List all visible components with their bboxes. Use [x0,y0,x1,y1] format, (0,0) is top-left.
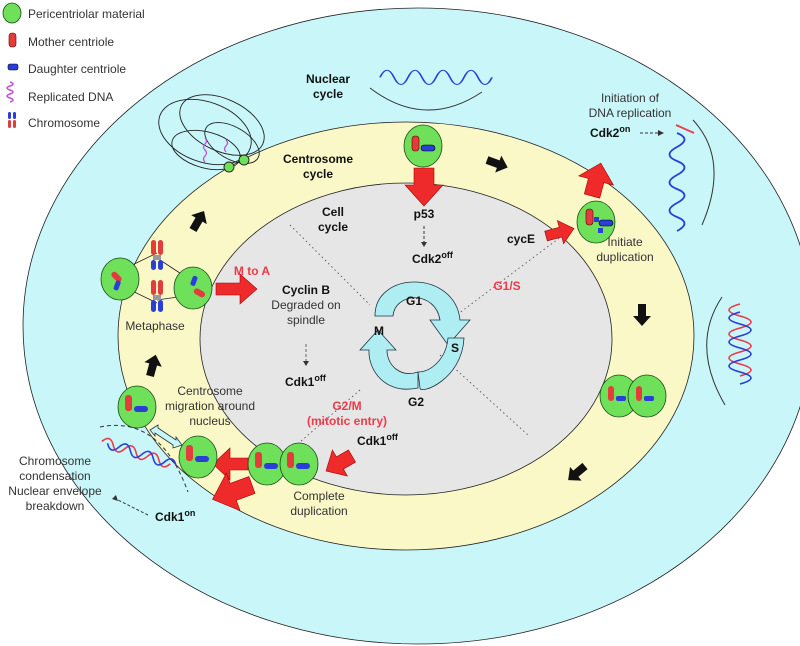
g1s-transition-label: G1/S [493,279,520,293]
centrosome-migrating [178,435,218,479]
replicated-dna-blue [728,311,752,385]
red-arrow-cyclinb-icon [215,273,258,305]
condensed-dna-blue [106,443,177,466]
legend-item-daughter: Daughter centriole [7,62,126,76]
metaphase-spindle [100,240,213,312]
cell-cycle-zone [199,182,613,496]
black-arrow-icon [144,354,162,378]
chromosome-icon [151,280,163,312]
replicated-dna-icon [6,81,14,103]
mother-centriole-icon [8,32,17,48]
cdk1-off-g2m-label: Cdk1off [357,432,399,448]
red-arrow-left-icon [212,447,249,481]
phase-arrow-s-g2 [417,337,465,390]
cyclin-b-label: Cyclin B [282,283,330,297]
cell-cycle-phase-wheel: G1 S G2 M [359,281,471,409]
cdk1-on-label: Cdk1on [155,508,195,524]
red-arrow-up-icon [577,162,615,199]
p53-label: p53 [414,207,435,221]
legend-item-chromosome: Chromosome [8,112,100,130]
phase-s: S [451,341,459,355]
daughter-centriole-icon [7,63,19,71]
legend-item-mother: Mother centriole [8,32,114,49]
replicated-dna-red [728,303,752,377]
dna-unwinding-icon [668,132,686,232]
cdk1-off-center-label: Cdk1off [285,373,327,389]
flow-arrows [144,155,651,481]
legend: Pericentriolar material Mother centriole… [2,2,145,130]
phase-g1: G1 [406,294,422,308]
double-arrow-migration-icon [149,424,183,449]
red-arrow-cdk1on-icon [212,472,256,512]
black-arrow-icon [485,155,508,173]
g2m-transition-label: G2/M(mitotic entry) [307,399,387,428]
m-to-a-transition-label: M to A [234,264,271,278]
cyce-label: cycE [507,232,535,246]
black-arrow-icon [189,210,207,232]
legend-item-dna: Replicated DNA [6,81,113,104]
centrosome-pair-right [599,374,667,418]
cdk2-on-label: Cdk2on [590,124,630,140]
phase-g2: G2 [408,395,424,409]
legend-item-pcm: Pericentriolar material [2,2,145,24]
mitotic-spindle-poles [158,94,265,173]
centrosome-migrating-top [117,385,157,429]
legend-label: Pericentriolar material [28,7,145,21]
pcm-icon [2,2,22,24]
centrosome-g1 [403,124,443,168]
condensed-dna-red [101,437,171,468]
red-arrow-g2m-icon [325,449,356,477]
nuclear-envelope-arc [369,87,483,111]
black-arrow-icon [633,304,651,326]
phase-m: M [374,324,384,338]
legend-label: Replicated DNA [28,90,113,104]
phase-arrow-g1-s [374,281,471,346]
red-arrow-cyce-icon [544,219,575,245]
phase-arrow-g2-m [359,329,419,390]
metaphase-label: Metaphase [125,319,185,333]
dna-strand-icon [379,69,493,86]
centrosome-initiate-duplication [576,200,616,244]
centrosome-pair-complete [247,442,319,486]
cdk2-off-label: Cdk2off [412,250,454,266]
legend-label: Mother centriole [28,35,114,49]
black-arrow-icon [568,462,588,481]
legend-label: Chromosome [28,116,100,130]
phase-divider-lines [284,224,571,456]
red-arrow-down-icon [404,167,444,207]
chromosome-icon [151,240,163,270]
legend-label: Daughter centriole [28,62,126,76]
